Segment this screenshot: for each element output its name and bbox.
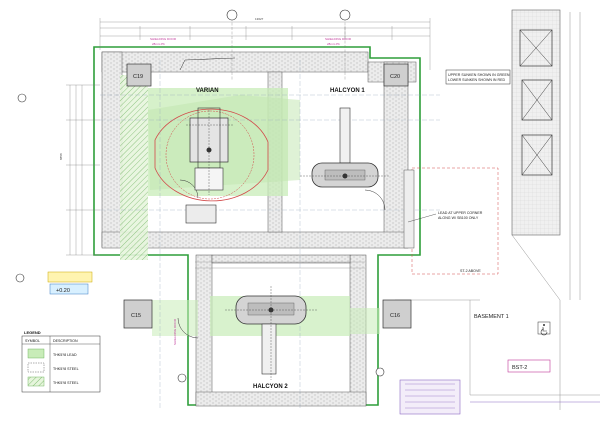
grid-bubbles xyxy=(15,9,385,383)
svg-text:C20: C20 xyxy=(390,74,400,80)
svg-text:+0.20: +0.20 xyxy=(56,288,70,294)
room-label-halcyon1: HALCYON 1 xyxy=(330,88,365,94)
varian-linac xyxy=(185,107,234,224)
wheelchair-icon xyxy=(537,321,551,336)
halcyon1-machine xyxy=(300,107,390,188)
level-tag: +0.20 xyxy=(47,271,93,295)
legend-row-1: THK5?8 LEAD xyxy=(53,353,77,357)
room-label-halcyon2: HALCYON 2 xyxy=(253,384,288,390)
shielding-door-note-2b: 28mm Pb xyxy=(327,42,340,46)
svg-text:LOWER SUNKEN SHOWN IN RED: LOWER SUNKEN SHOWN IN RED xyxy=(448,78,506,82)
legend-row-3: THK5?8 STEEL xyxy=(53,381,79,385)
svg-text:C15: C15 xyxy=(131,313,141,319)
column-c19: C19 xyxy=(126,63,152,87)
room-label-varian: VARIAN xyxy=(196,88,219,94)
shielding-door-note-1b: 28mm Pb xyxy=(152,42,165,46)
svg-text:ALONG W/ SB100 ONLY: ALONG W/ SB100 ONLY xyxy=(438,216,479,220)
column-c20: C20 xyxy=(383,63,409,87)
st2-above-outline xyxy=(411,167,499,275)
top-dimension-label: 13627 xyxy=(255,17,264,21)
svg-text:UPPER SUNKEN SHOWN IN GREEN: UPPER SUNKEN SHOWN IN GREEN xyxy=(448,73,510,77)
sunken-note-box: UPPER SUNKEN SHOWN IN GREEN LOWER SUNKEN… xyxy=(445,69,511,85)
bst-tag: BST-2 xyxy=(507,359,551,373)
room-label-basement: BASEMENT 1 xyxy=(474,314,509,320)
st2-above-label: ST-2 ABOVE xyxy=(460,269,481,273)
left-dimension-label: 8858 xyxy=(59,153,63,160)
legend: LEGEND SYMBOL DESCRIPTION THK5?8 LEAD TH… xyxy=(21,330,101,393)
dimension-lines xyxy=(66,18,440,410)
legend-col-desc: DESCRIPTION xyxy=(53,339,78,343)
outer-shielding-wall xyxy=(93,46,421,406)
column-c15: C15 xyxy=(123,299,153,329)
door-swings xyxy=(177,57,386,339)
legend-col-symbol: SYMBOL xyxy=(25,339,40,343)
shielding-door-note-3: SHIELDING DOOR xyxy=(173,318,177,345)
halcyon2-machine xyxy=(225,286,318,380)
svg-text:C16: C16 xyxy=(390,313,400,319)
legend-row-2: THK5?8 STEEL xyxy=(53,367,79,371)
svg-text:LEAD AT UPPER CORNER: LEAD AT UPPER CORNER xyxy=(438,211,483,215)
column-c16: C16 xyxy=(382,299,412,329)
steel-hatch-zone xyxy=(120,75,148,260)
svg-text:C19: C19 xyxy=(133,74,143,80)
building-right-structure xyxy=(395,9,600,415)
shielding-door-note-1: SHIELDING DOOR xyxy=(150,37,177,41)
lower-sunken-outline xyxy=(154,108,269,202)
svg-text:BST-2: BST-2 xyxy=(512,365,527,371)
lead-corner-note: LEAD AT UPPER CORNER ALONG W/ SB100 ONLY xyxy=(407,211,483,223)
shielding-door-note-2: SHIELDING DOOR xyxy=(325,37,352,41)
legend-title: LEGEND xyxy=(24,330,41,335)
